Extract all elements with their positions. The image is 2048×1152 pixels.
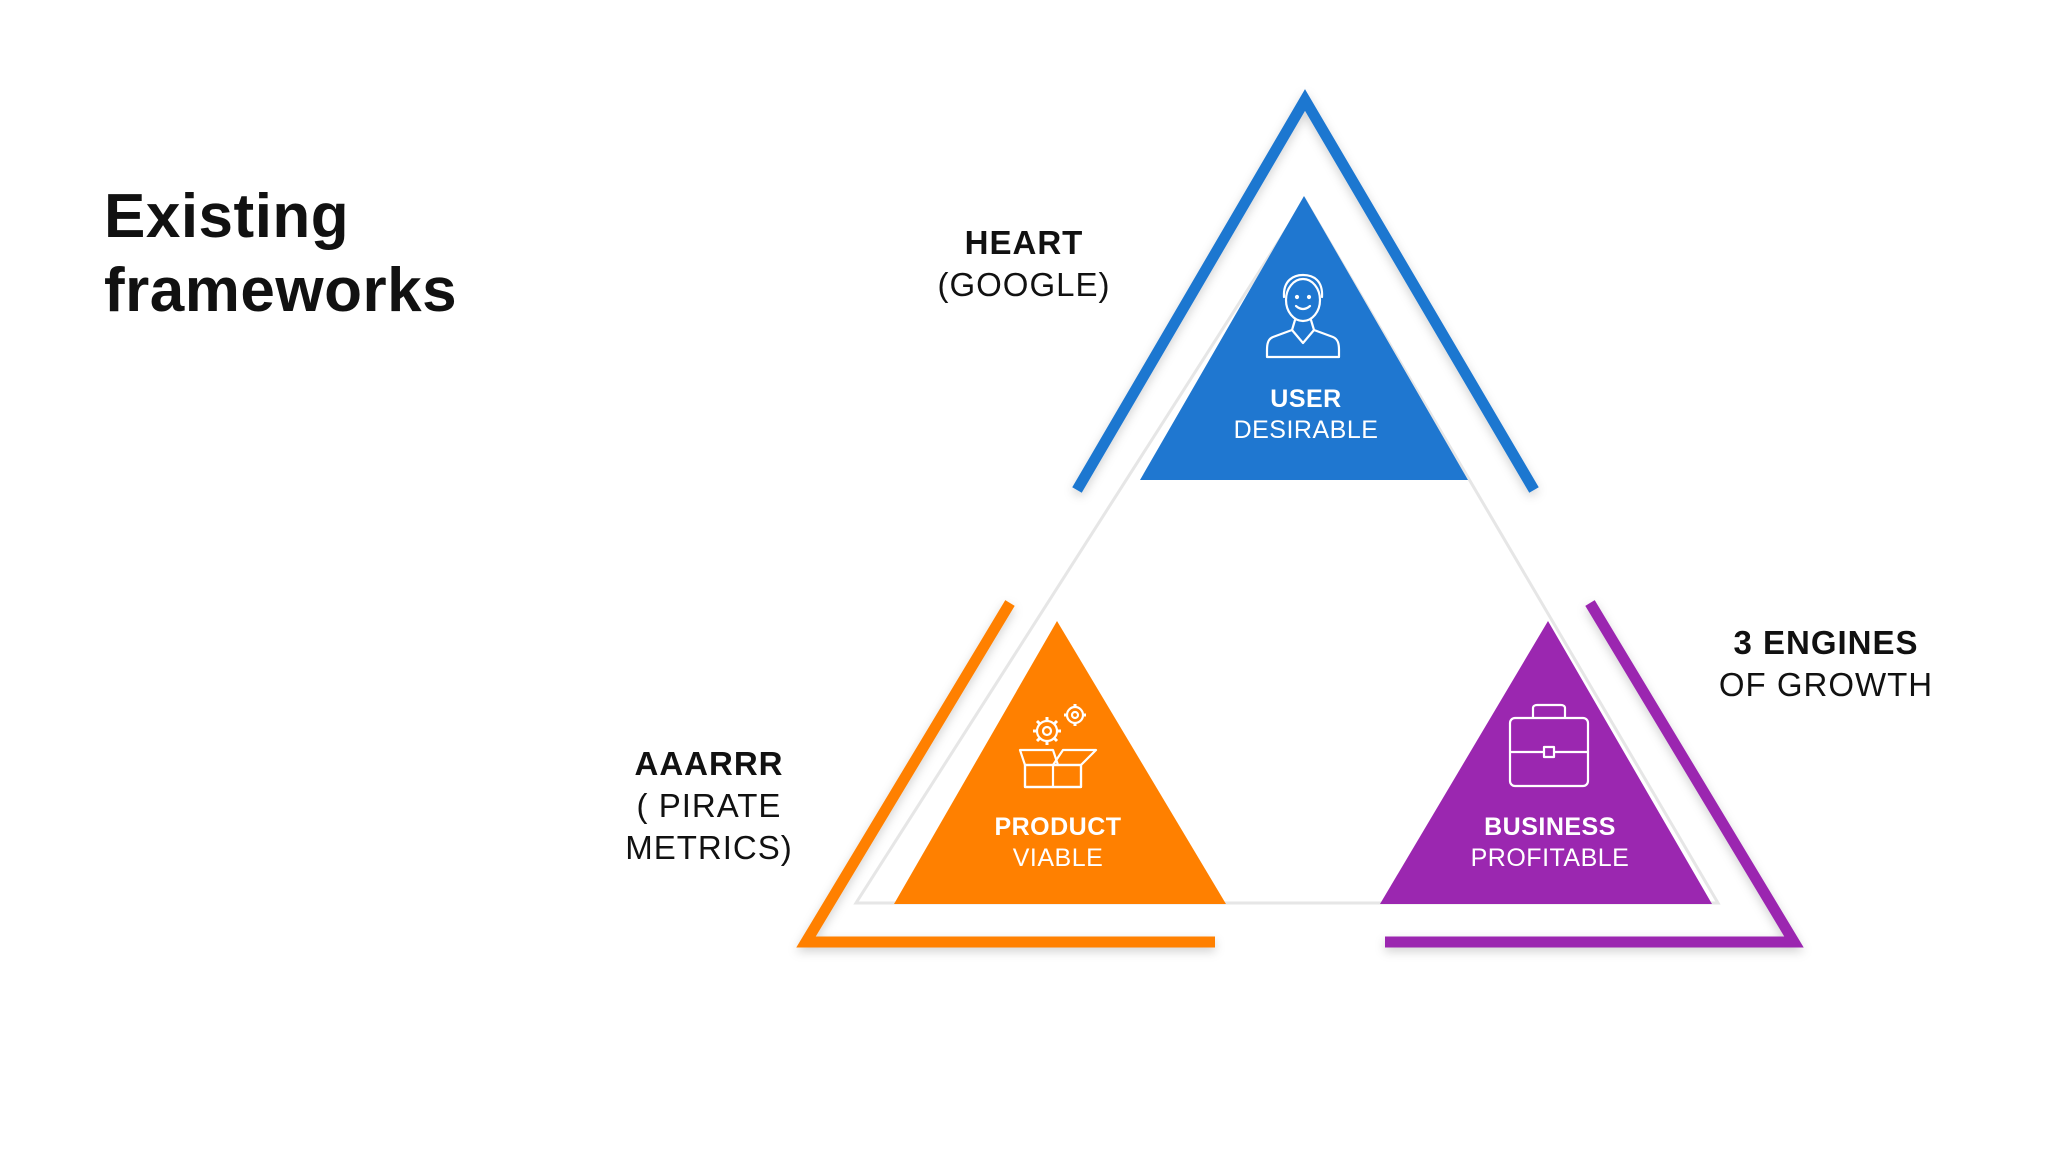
engines-name: 3 ENGINES [1733, 624, 1919, 661]
user-pillar-text: USER DESIRABLE [1156, 384, 1456, 446]
user-pillar-quality: DESIRABLE [1233, 416, 1379, 444]
user-triangle [1140, 196, 1468, 480]
aaarrr-detail-line2: METRICS) [625, 829, 793, 866]
product-pillar-name: PRODUCT [994, 813, 1122, 841]
heart-name: HEART [964, 224, 1084, 261]
briefcase-icon [1508, 703, 1590, 788]
page-title: Existing frameworks [104, 180, 457, 328]
product-pillar-text: PRODUCT VIABLE [908, 812, 1208, 874]
user-pillar-name: USER [1270, 385, 1342, 413]
product-triangle [894, 621, 1226, 904]
heart-frame-outline [1072, 89, 1539, 493]
business-pillar-quality: PROFITABLE [1470, 844, 1630, 872]
aaarrr-framework-label: AAARRR ( PIRATE METRICS) [594, 743, 824, 869]
aaarrr-name: AAARRR [634, 745, 784, 782]
center-triangle-outline [853, 197, 1721, 905]
business-pillar-name: BUSINESS [1484, 813, 1616, 841]
aaarrr-frame-outline [796, 600, 1215, 948]
aaarrr-detail-line1: ( PIRATE [636, 787, 782, 824]
engines-detail: OF GROWTH [1718, 666, 1934, 703]
page-title-line2: frameworks [104, 256, 458, 325]
business-triangle [1380, 621, 1712, 904]
heart-framework-label: HEART (GOOGLE) [914, 222, 1134, 306]
business-pillar-text: BUSINESS PROFITABLE [1400, 812, 1700, 874]
engines-frame-outline [1385, 600, 1804, 948]
page-title-line1: Existing [104, 182, 350, 251]
heart-detail: (GOOGLE) [937, 266, 1111, 303]
person-icon [1265, 273, 1341, 359]
product-pillar-quality: VIABLE [1012, 844, 1104, 872]
engines-framework-label: 3 ENGINES OF GROWTH [1686, 622, 1966, 706]
box-gears-icon [1018, 704, 1098, 789]
